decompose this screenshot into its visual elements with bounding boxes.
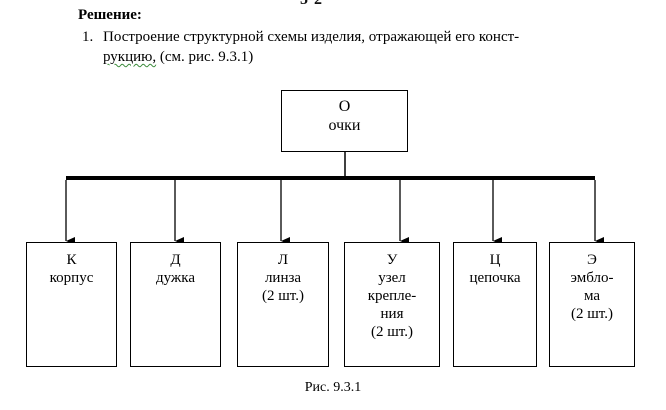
node-label: ма	[583, 288, 601, 304]
node-label: ния	[380, 306, 404, 322]
node-label: цепочка	[469, 270, 521, 286]
figure-caption: Рис. 9.3.1	[304, 380, 362, 395]
node-quantity: (2 шт.)	[262, 288, 304, 304]
root-node-letter: О	[338, 98, 351, 115]
node-letter: Д	[170, 252, 181, 268]
node-duzhka: Д дужка	[130, 242, 221, 367]
root-node-ochki: О очки	[281, 90, 408, 152]
node-tsepochka: Ц цепочка	[453, 242, 537, 367]
list-item-line-1: Построение структурной схемы изделия, от…	[103, 29, 520, 45]
node-linza: Л линза (2 шт.)	[237, 242, 329, 367]
page-number-crop: 5 2	[300, 0, 323, 9]
node-label: узел	[378, 270, 406, 286]
node-quantity: (2 шт.)	[571, 306, 613, 322]
node-korpus: К корпус	[26, 242, 117, 367]
root-node-name: очки	[328, 117, 361, 134]
figure-reference: (см. рис. 9.3.1)	[156, 49, 254, 65]
node-letter: Э	[587, 252, 597, 268]
node-label: корпус	[49, 270, 94, 286]
list-item-number: 1.	[82, 29, 94, 45]
solution-heading: Решение:	[78, 7, 142, 23]
node-letter: К	[66, 252, 77, 268]
node-label: дужка	[155, 270, 196, 286]
node-label: крепле-	[367, 288, 417, 304]
spellcheck-word: рукцию,	[103, 49, 157, 65]
node-letter: Л	[277, 252, 289, 268]
node-label: эмбло-	[570, 270, 614, 286]
node-label: линза	[264, 270, 302, 286]
node-emblema: Э эмбло- ма (2 шт.)	[549, 242, 635, 367]
node-uzel-krepleniya: У узел крепле- ния (2 шт.)	[344, 242, 440, 367]
node-quantity: (2 шт.)	[371, 324, 413, 340]
list-item-text: Построение структурной схемы изделия, от…	[103, 27, 633, 67]
node-letter: У	[386, 252, 398, 268]
node-letter: Ц	[489, 252, 501, 268]
list-item-line-2: рукцию, (см. рис. 9.3.1)	[103, 47, 633, 67]
